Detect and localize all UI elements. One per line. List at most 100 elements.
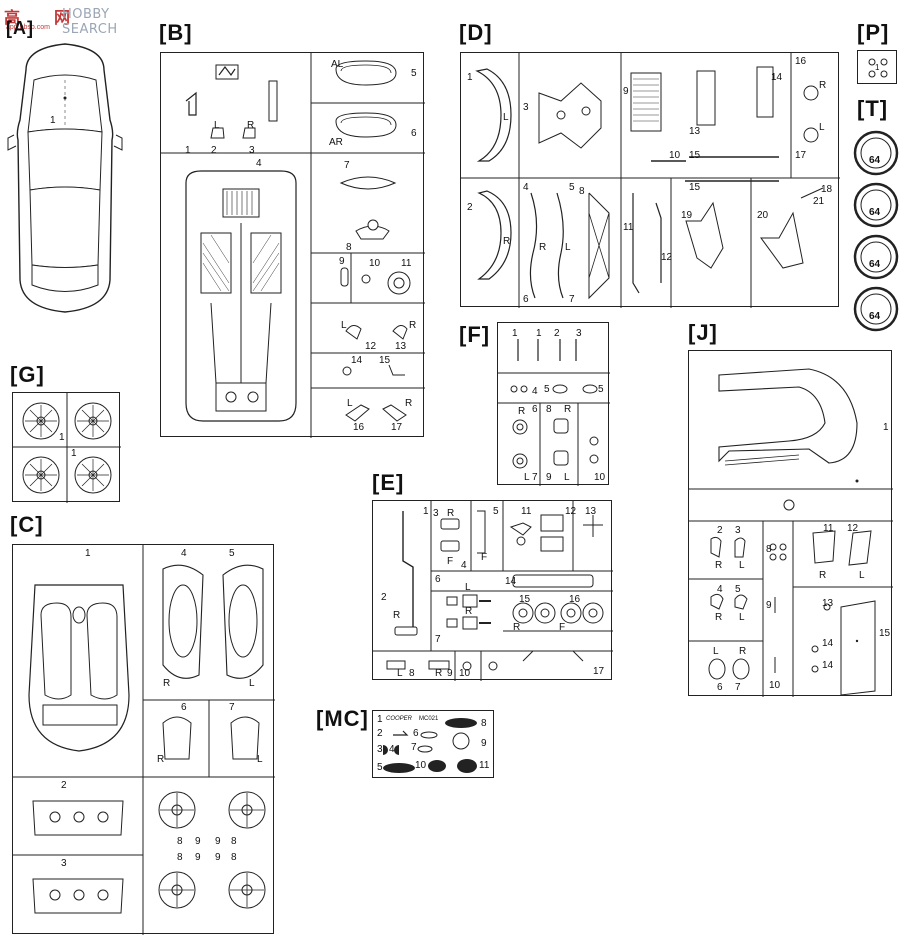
b-part-11: 11 [401,258,412,269]
e-side-r2: R [393,610,401,621]
d-part-1: 1 [467,72,473,83]
j-side-r4: R [715,612,723,623]
b-part-16: 16 [353,422,365,433]
f-part-10: 10 [594,472,606,483]
e-side-l8: L [397,668,403,679]
j-part-13: 13 [822,598,834,609]
mc-part-10: 10 [415,760,427,771]
d-part-15b: 15 [689,182,701,193]
e-side-f4: F [447,556,454,567]
d-part-11: 11 [623,222,634,233]
j-part-8: 8 [766,544,772,555]
b-side-l16: L [347,398,353,409]
c-side-l5: L [249,678,255,689]
c-part-6: 6 [181,702,187,713]
watermark: 高 网 HOBBY SEARCH app.bbsb.com [4,4,164,37]
e-part-7: 7 [435,634,441,645]
b-side-r13: R [409,320,417,331]
b-part-10: 10 [369,258,381,269]
e-part-10: 10 [459,668,471,679]
d-part-8: 8 [579,186,585,197]
j-part-5: 5 [735,584,741,595]
c-part-1: 1 [85,548,91,559]
f-part-1b: 1 [536,328,542,339]
sprue-e-label: [E] [372,470,405,495]
d-part-5: 5 [569,182,575,193]
c-part-9b: 9 [215,836,221,847]
f-part-6: 6 [532,404,538,415]
e-part-6: 6 [435,574,441,585]
f-part-8: 8 [546,404,552,415]
e-side-r9: R [435,668,443,679]
c-side-r6: R [157,754,165,765]
sprue-mc-frame: 1 COOPER MC021 8 2 6 3 4 7 9 5 10 11 [372,710,494,778]
g-part-1a: 1 [59,432,65,443]
mc-part-5: 5 [377,762,383,773]
b-side-l12: L [341,320,347,331]
c-part-8c: 8 [177,852,183,863]
c-part-4: 4 [181,548,187,559]
g-wheels [13,393,121,503]
mc-part-2: 2 [377,728,383,739]
c-part-9c: 9 [195,852,201,863]
car-body-top-view [7,43,123,313]
e-part-13: 13 [585,506,597,517]
f-part-7: 7 [532,472,538,483]
j-side-r7: R [739,646,747,657]
f-parts [498,339,610,486]
j-part-15: 15 [879,628,891,639]
j-part-1: 1 [883,422,889,433]
mc-part-6: 6 [413,728,419,739]
j-side-l12: L [859,570,865,581]
d-part-14: 14 [771,72,783,83]
c-part-5: 5 [229,548,235,559]
c-part-8a: 8 [177,836,183,847]
f-part-5b: 5 [598,384,604,395]
mc-part-4: 4 [389,744,395,755]
e-part-12: 12 [565,506,577,517]
f-side-l7: L [524,472,530,483]
e-part-14: 14 [505,576,517,587]
b-part-6: 6 [411,128,417,139]
sprue-b-runners [161,53,425,438]
f-side-r8: R [564,404,572,415]
sprue-d-parts [461,53,840,308]
sprue-j-frame: 1 2 3 R L 4 5 R L L R 6 7 8 9 10 11 12 R… [688,350,893,697]
j-part-14b: 14 [822,660,834,671]
b-part-4: 4 [256,158,262,169]
c-part-9a: 9 [195,836,201,847]
mc-part-8: 8 [481,718,487,729]
j-side-r2: R [715,560,723,571]
tire-3 [853,234,899,280]
b-part-5: 5 [411,68,417,79]
j-part-6: 6 [717,682,723,693]
b-side-r17: R [405,398,413,409]
c-part-8b: 8 [231,836,237,847]
sprue-d-label: [D] [459,20,493,45]
b-part-14: 14 [351,355,363,366]
f-part-1: 1 [512,328,518,339]
mc-decals [383,718,477,773]
d-part-18: 18 [821,184,833,195]
sprue-t-label: [T] [857,96,889,121]
c-part-7: 7 [229,702,235,713]
j-parts [689,368,893,697]
j-part-10: 10 [769,680,781,691]
d-side-l1: L [503,112,509,123]
e-part-4: 4 [461,560,467,571]
d-part-13: 13 [689,126,701,137]
e-side-r15: R [513,622,521,633]
sprue-c-frame: 1 4 5 R L 6 7 R L 2 3 8 9 9 8 8 9 9 8 [12,544,275,935]
d-part-6: 6 [523,294,529,305]
sprue-a-label: [A] [6,18,34,38]
sprue-b-frame: 1 2 3 L R 4 AL 5 AR 6 7 8 9 10 11 L R 12… [160,52,425,438]
f-side-r6: R [518,406,526,417]
b-side-l2: L [214,120,220,131]
e-parts [373,501,613,681]
mc-part-1: 1 [377,714,383,725]
mc-part-7: 7 [411,742,417,753]
d-part-7: 7 [569,294,575,305]
tire-4-label: 64 [869,311,881,322]
d-side-r16: R [819,80,827,91]
sprue-p-label: [P] [857,20,890,45]
